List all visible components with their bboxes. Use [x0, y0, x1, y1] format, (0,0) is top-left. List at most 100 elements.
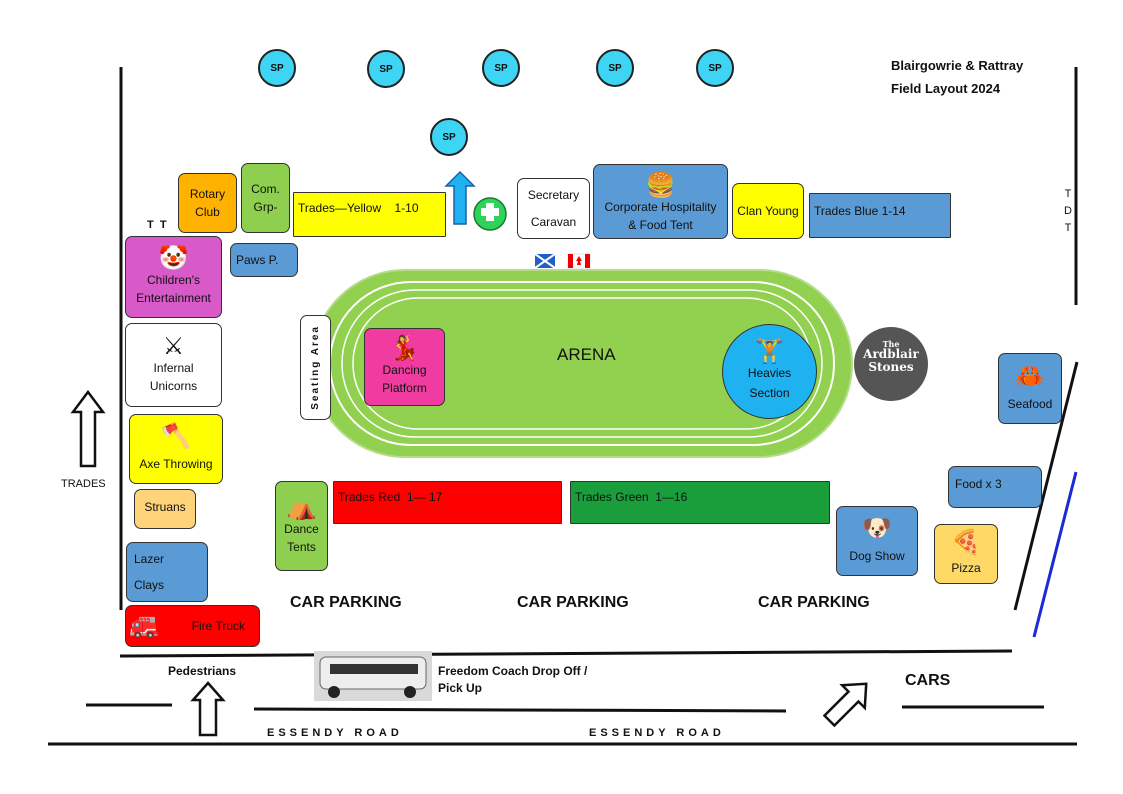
lazer-clays-stall: Lazer Clays [126, 542, 208, 602]
sp-marker: SP [367, 50, 405, 88]
car-parking-label: CAR PARKING [517, 594, 629, 611]
stall-label: Trades Blue 1-14 [814, 204, 906, 218]
stall-label: Dance [284, 522, 319, 536]
paws-stall: Paws P. [230, 243, 298, 277]
stall-label: Clan Young [737, 204, 799, 218]
entrance-arrow-icon [444, 170, 476, 225]
trades-red-area: Trades Red 1— 17 [333, 481, 562, 524]
stall-label: Trades Red 1— 17 [338, 490, 443, 504]
road-line-mid [253, 707, 787, 713]
coach-label-line: Freedom Coach Drop Off / [438, 664, 588, 678]
infernal-unicorns-stall: ⚔ Infernal Unicorns [125, 323, 222, 407]
stall-label: Paws P. [236, 253, 279, 267]
stall-label: Children's [147, 273, 200, 287]
stall-label: Section [749, 385, 790, 400]
stall-label: Fire Truck [191, 619, 245, 633]
childrens-entertainment-stall: 🤡 Children's Entertainment [125, 236, 222, 318]
struans-stall: Struans [134, 489, 196, 529]
dog-icon: 🐶 [862, 515, 892, 542]
corporate-hospitality-tent: 🍔 Corporate Hospitality & Food Tent [593, 164, 728, 239]
seafood-stall: 🦀 Seafood [998, 353, 1062, 424]
crab-icon: 🦀 [1015, 362, 1045, 390]
dog-show-stall: 🐶 Dog Show [836, 506, 918, 576]
clan-young-stall: Clan Young [732, 183, 804, 239]
arena-lane [341, 289, 823, 438]
trades-blue-area: Trades Blue 1-14 [809, 193, 951, 238]
sp-marker: SP [482, 49, 520, 87]
cars-label: CARS [905, 672, 951, 689]
ardblair-stones-icon [854, 327, 928, 401]
axe-icon: 🪓 [161, 423, 191, 450]
right-diagonal-line [1013, 361, 1079, 611]
stall-label: Clays [134, 578, 165, 592]
pedestrians-label: Pedestrians [168, 664, 237, 678]
stall-label: & Food Tent [628, 218, 693, 232]
coach-label: Freedom Coach Drop Off / Pick Up [438, 663, 587, 697]
burger-icon: 🍔 [645, 172, 676, 199]
stall-label: Axe Throwing [139, 457, 213, 471]
tent-icon: ⛺ [286, 494, 317, 521]
stall-label: Pizza [951, 561, 981, 575]
car-parking-label: CAR PARKING [758, 594, 870, 611]
dance-tents-stall: ⛺ Dance Tents [275, 481, 328, 571]
blue-diagonal-line [1032, 471, 1078, 638]
stall-label: Trades—Yellow 1-10 [298, 201, 419, 215]
rotary-club-stall: Rotary Club [178, 173, 237, 233]
stall-label: Caravan [530, 214, 577, 229]
map-title: Blairgowrie & Rattray Field Layout 2024 [891, 54, 1023, 101]
stall-label: Dancing [382, 363, 427, 377]
logo-text: Stones [868, 359, 914, 374]
sp-marker: SP [430, 118, 468, 156]
trades-green-area: Trades Green 1—16 [570, 481, 830, 524]
dancing-platform: 💃 Dancing Platform [364, 328, 445, 406]
pizza-icon: 🍕 [951, 529, 981, 556]
trades-arrow-icon [70, 389, 106, 468]
seating-label: Seating Area [310, 325, 321, 410]
essendy-road-label: ESSENDY ROAD [589, 727, 725, 739]
stall-label: Entertainment [136, 291, 211, 305]
fire-truck-stall: 🚒 Fire Truck [125, 605, 260, 647]
stall-label: Unicorns [149, 379, 198, 393]
stall-label: Heavies [747, 366, 792, 381]
title-line-1: Blairgowrie & Rattray [891, 58, 1024, 73]
clown-icon: 🤡 [158, 245, 189, 272]
dancer-icon: 💃 [389, 335, 420, 362]
stall-label: Dog Show [849, 549, 905, 563]
weightlifter-icon: 🏋 [754, 338, 785, 366]
car-parking-label: CAR PARKING [290, 594, 402, 611]
stall-label: Rotary [189, 187, 226, 201]
stall-label: Lazer [134, 551, 165, 566]
sp-marker: SP [696, 49, 734, 87]
stall-label: Grp- [253, 200, 278, 214]
stall-label: Trades Green 1—16 [575, 490, 688, 504]
axe-throwing-stall: 🪓 Axe Throwing [129, 414, 223, 484]
stall-label: Seafood [1007, 396, 1053, 411]
cars-arrow-icon [822, 682, 868, 728]
logo-text: The [882, 339, 900, 349]
secretary-caravan-stall: Secretary Caravan [517, 178, 590, 239]
road-line-top [119, 649, 1013, 658]
fire-truck-icon: 🚒 [129, 612, 159, 639]
tt-label: T T [147, 219, 167, 231]
essendy-road-label: ESSENDY ROAD [267, 727, 403, 739]
pedestrians-arrow-icon [190, 681, 226, 737]
stall-label: Corporate Hospitality [604, 200, 717, 214]
stall-label: Infernal [153, 361, 194, 375]
ardblair-stones-logo: The Ardblair Stones [854, 340, 928, 374]
coach-label-line: Pick Up [438, 680, 483, 695]
com-grp-stall: Com. Grp- [241, 163, 290, 233]
tdt-letter: D [1064, 205, 1072, 218]
stall-label: Tents [287, 540, 316, 554]
tdt-letter: T [1064, 222, 1072, 235]
title-line-2: Field Layout 2024 [891, 81, 1001, 97]
tdt-letter: T [1064, 188, 1072, 200]
stall-label: Secretary [527, 188, 580, 203]
logo-text: Ardblair [863, 347, 919, 362]
pizza-stall: 🍕 Pizza [934, 524, 998, 584]
arena-label: ARENA [557, 345, 616, 364]
sp-marker: SP [258, 49, 296, 87]
stall-label: Platform [382, 381, 427, 395]
seating-area: Seating Area [300, 315, 331, 420]
crossed-swords-icon: ⚔ [162, 333, 185, 360]
stall-label: Food x 3 [955, 477, 1002, 491]
